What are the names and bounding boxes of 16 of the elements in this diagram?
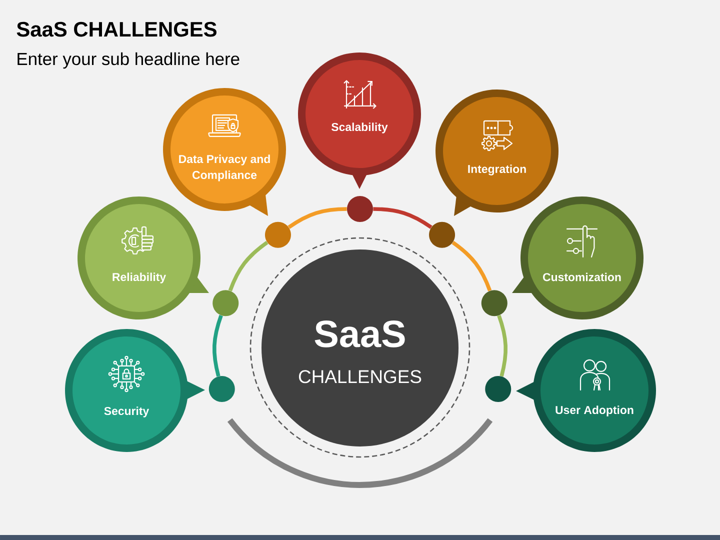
speech-bubble: User Adoption [516,328,656,452]
speech-bubble: Integration [436,89,558,216]
dot [485,376,512,402]
speech-bubble: Reliability [78,196,209,320]
speech-bubble: Data Privacy and Compliance [163,88,286,216]
dot [212,290,239,316]
speech-bubble: Scalability [298,52,421,189]
speech-bubble: Security [65,328,205,452]
dot [347,196,373,222]
title: SaaS CHALLENGES [16,22,216,37]
dot [264,222,291,248]
dot [429,222,456,248]
subtitle: Enter your sub headline here [18,52,240,69]
dot [481,290,508,316]
speech-bubble: Customization [512,196,644,320]
dot [208,376,235,402]
